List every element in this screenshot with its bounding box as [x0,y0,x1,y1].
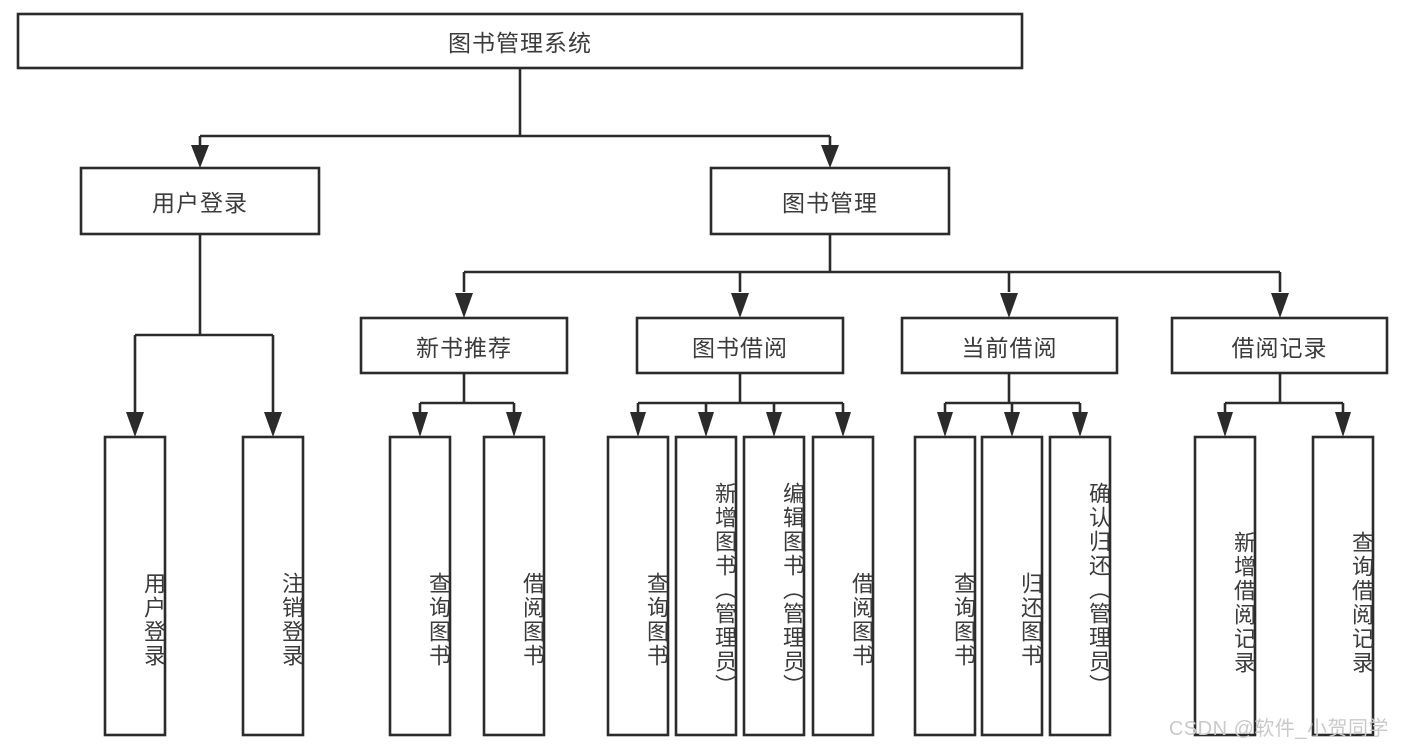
node-box-leaf-query-book-2[interactable] [606,435,670,737]
arrowhead-leaf-borrow-book-1 [506,412,522,437]
node-box-leaf-borrow-book-1[interactable] [482,435,546,737]
node-box-newbook[interactable] [359,316,569,375]
node-box-leaf-add-record[interactable] [1193,435,1257,737]
arrowhead-records [1271,293,1289,318]
node-box-leaf-query-book-3[interactable] [913,435,977,737]
arrowhead-leaf-user-logout [264,412,282,437]
arrowhead-leaf-add-book [698,412,714,437]
arrowhead-leaf-query-book-2 [630,412,646,437]
arrowhead-leaf-confirm-return [1072,412,1088,437]
node-box-leaf-confirm-return[interactable] [1048,435,1112,737]
connectors-layer [126,68,1351,437]
node-box-leaf-query-record[interactable] [1311,435,1375,737]
node-box-records[interactable] [1170,316,1389,375]
watermark-text: CSDN @软件_小贺同学 [1168,718,1389,740]
arrowhead-leaf-edit-book [766,412,782,437]
node-box-login[interactable] [79,166,321,236]
arrowhead-login [191,145,209,168]
node-box-leaf-add-book[interactable] [674,435,738,737]
arrowhead-leaf-user-login [126,412,144,437]
arrowhead-current [1000,293,1018,318]
node-box-current[interactable] [900,316,1119,375]
node-box-leaf-user-logout[interactable] [241,435,305,737]
node-box-leaf-edit-book[interactable] [742,435,806,737]
arrowhead-leaf-add-record [1217,412,1233,437]
arrowhead-leaf-return-book [1004,412,1020,437]
node-box-root[interactable] [16,12,1024,70]
arrowhead-leaf-query-record [1335,412,1351,437]
node-box-leaf-query-book-1[interactable] [388,435,452,737]
arrowhead-leaf-borrow-book-2 [835,412,851,437]
arrowhead-leaf-query-book-3 [937,412,953,437]
arrowhead-newbook [455,293,473,318]
boxes-layer [16,12,1389,737]
node-box-bookmgmt[interactable] [709,166,951,236]
node-box-leaf-return-book[interactable] [980,435,1044,737]
arrowhead-bookmgmt [821,145,839,168]
node-box-borrow[interactable] [635,316,845,375]
arrowhead-borrow [731,293,749,318]
node-box-leaf-user-login[interactable] [103,435,167,737]
node-box-leaf-borrow-book-2[interactable] [811,435,875,737]
arrowhead-leaf-query-book-1 [412,412,428,437]
